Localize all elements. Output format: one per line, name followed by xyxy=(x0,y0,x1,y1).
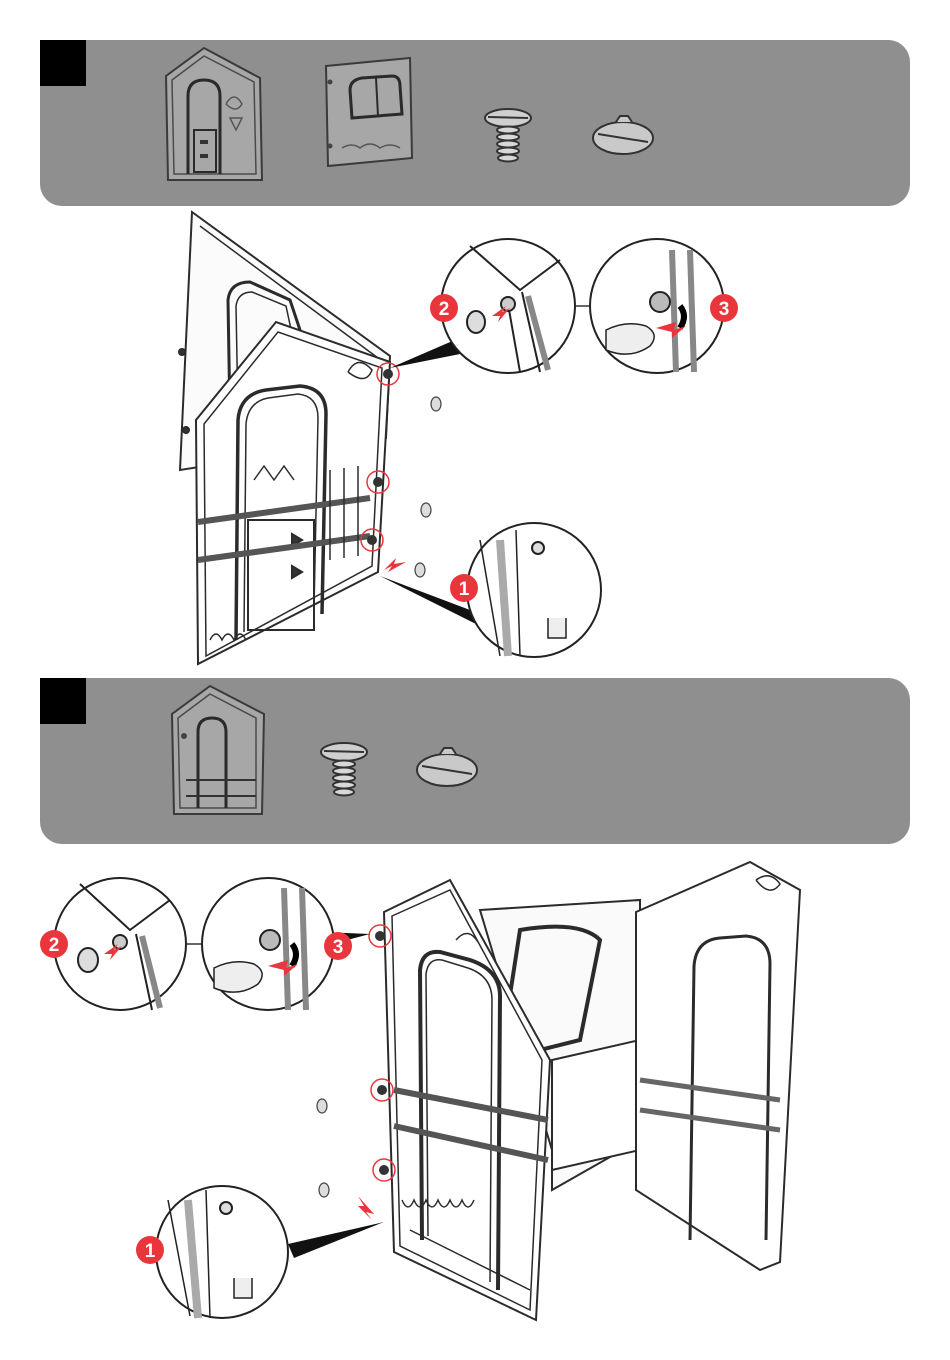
step-1-number-box xyxy=(40,40,86,86)
svg-text:3: 3 xyxy=(333,937,344,958)
step-2-number-box xyxy=(40,678,86,724)
cap-icon xyxy=(590,112,656,158)
callout-1: 1 xyxy=(450,574,478,602)
screw-icon xyxy=(318,742,370,800)
screw-icon xyxy=(482,108,534,166)
step-1-assembly-diagram: 2 3 1 xyxy=(0,200,950,670)
zoom-circle-1 xyxy=(156,1186,288,1318)
zoom-circle-3 xyxy=(590,239,724,373)
svg-text:1: 1 xyxy=(459,579,470,600)
callout-3: 3 xyxy=(324,932,352,960)
svg-text:1: 1 xyxy=(145,1241,156,1262)
zoom-circle-1 xyxy=(467,523,601,657)
svg-text:2: 2 xyxy=(49,935,60,956)
step-2-assembly-diagram: 2 3 1 xyxy=(0,850,950,1355)
svg-text:3: 3 xyxy=(719,299,730,320)
callout-2: 2 xyxy=(40,930,68,958)
zoom-circle-2 xyxy=(54,878,186,1010)
cap-icon xyxy=(414,744,480,790)
callout-2: 2 xyxy=(430,294,458,322)
callout-1: 1 xyxy=(136,1236,164,1264)
zoom-circle-3 xyxy=(202,878,334,1010)
insert-arrow xyxy=(384,558,406,572)
loose-screws xyxy=(415,397,441,577)
door-panel-icon xyxy=(166,680,270,820)
loose-screws xyxy=(317,1099,329,1197)
svg-text:2: 2 xyxy=(439,299,450,320)
window-panel-icon xyxy=(322,54,416,170)
callout-3: 3 xyxy=(710,294,738,322)
insert-arrow xyxy=(358,1196,374,1220)
door-panel-icon xyxy=(160,44,268,184)
zoom-circle-2 xyxy=(441,239,575,373)
